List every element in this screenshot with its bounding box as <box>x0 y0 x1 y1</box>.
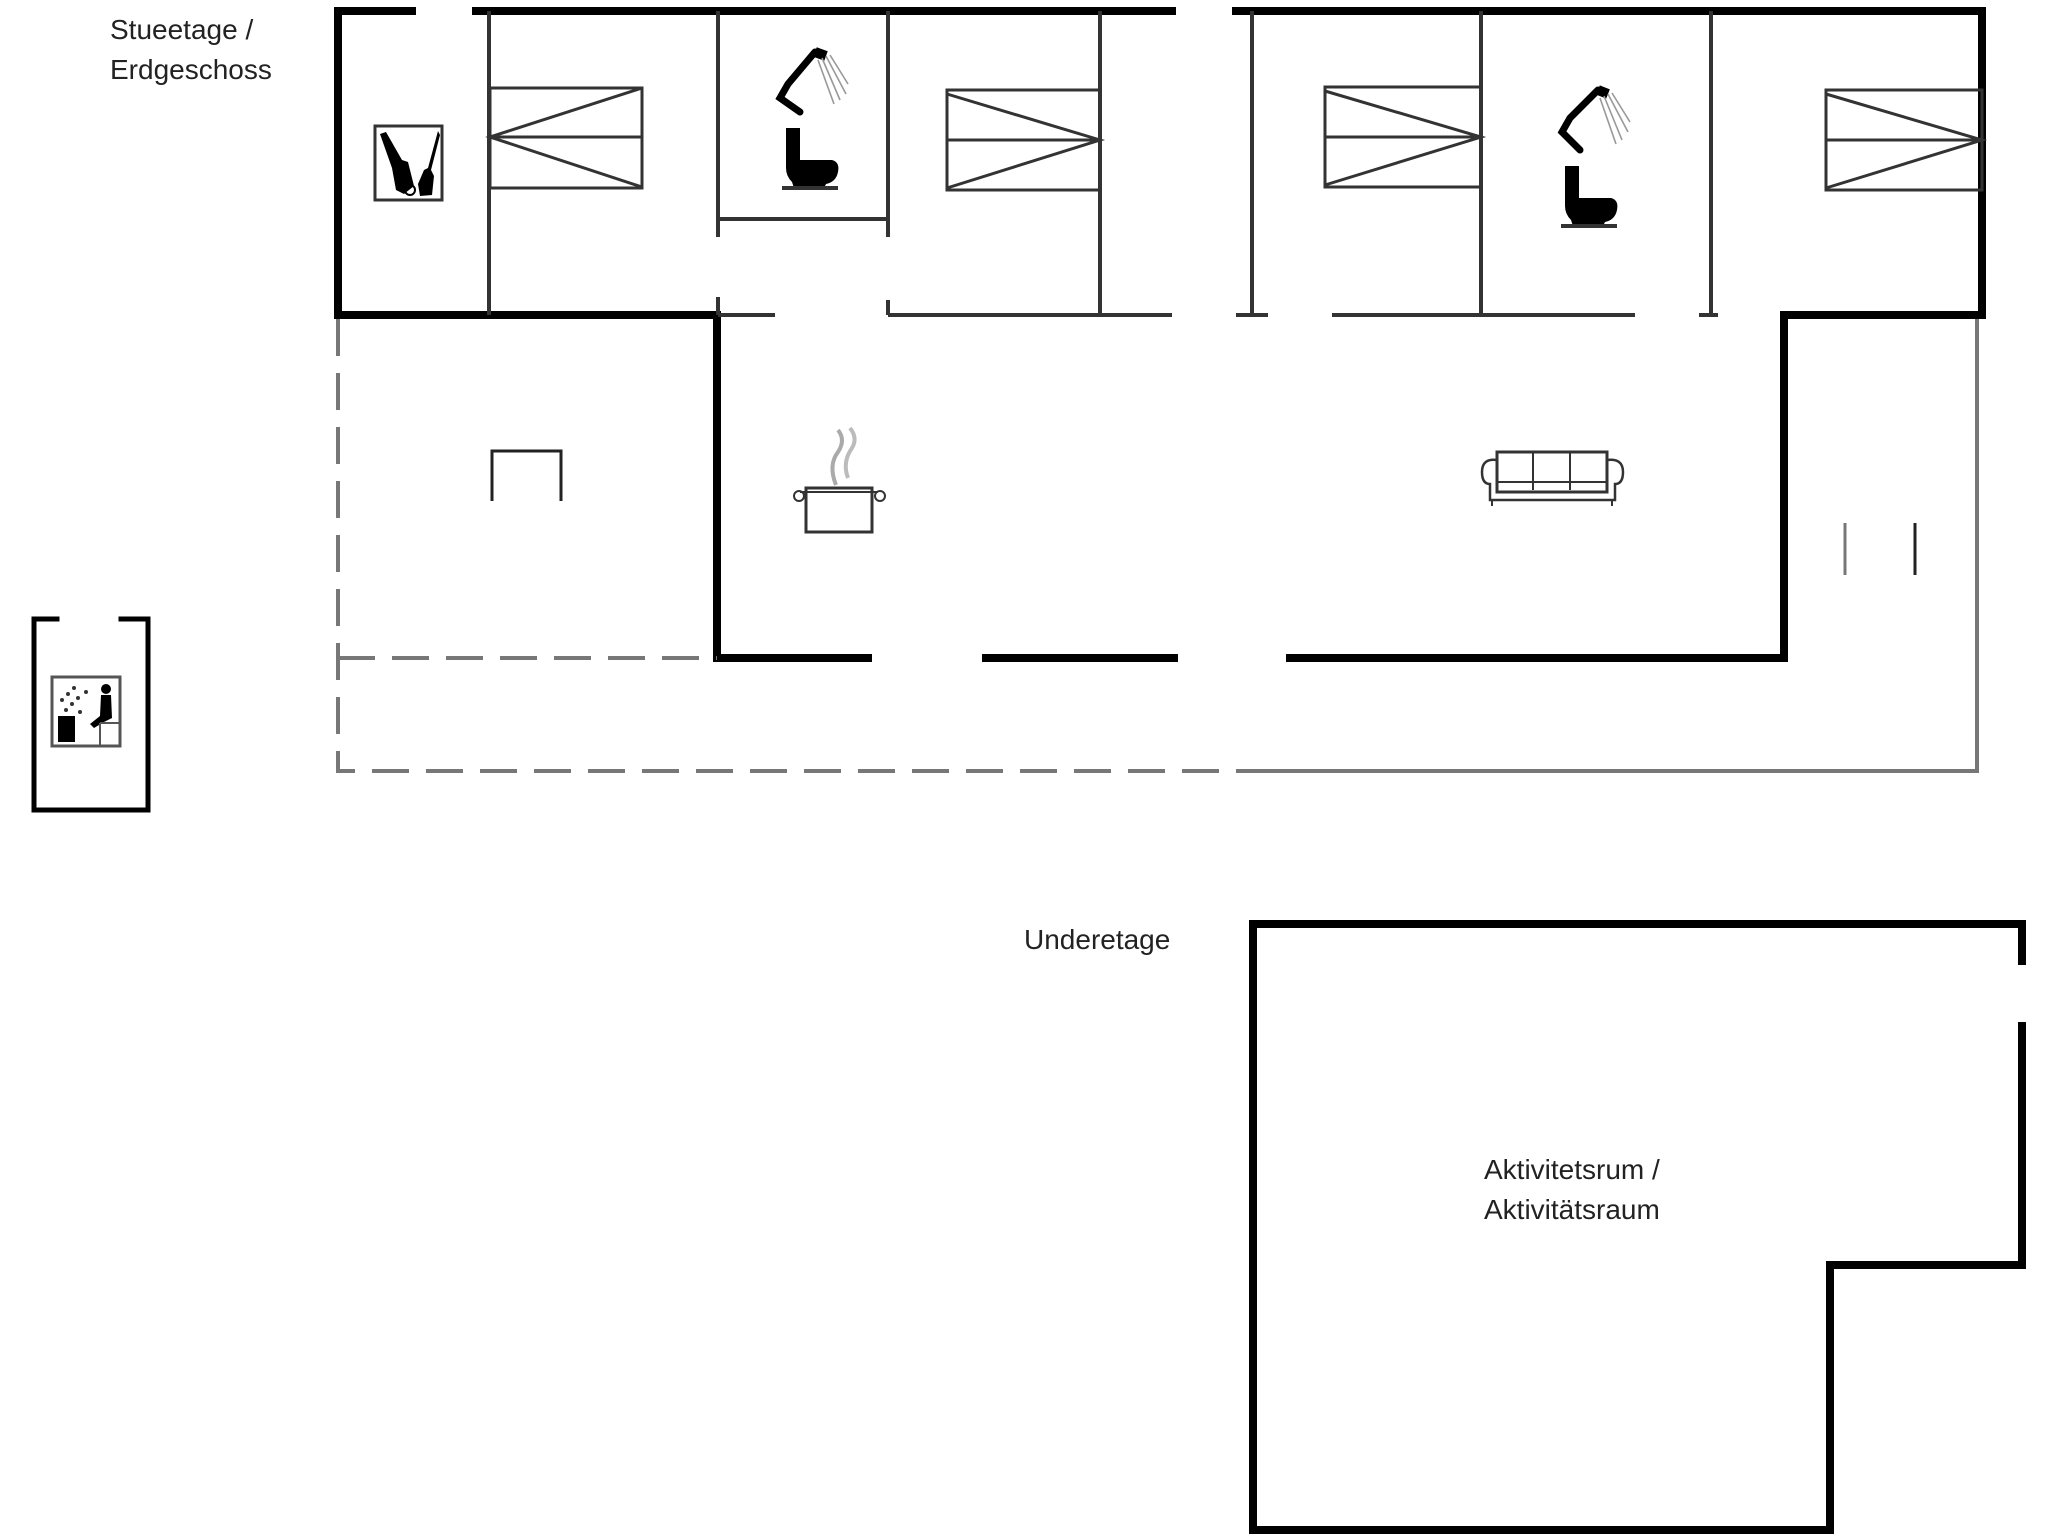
annex-wall <box>31 616 151 813</box>
exterior-wall <box>334 7 721 319</box>
shower-icon <box>775 47 849 116</box>
floor-label-lower: Underetage <box>1024 924 1171 955</box>
exterior-wall <box>1232 7 1986 662</box>
floor-label-ground: Stueetage / Erdgeschoss <box>110 10 272 90</box>
floor-label-ground-line1: Stueetage / <box>110 14 254 45</box>
double-bed-icon <box>485 86 644 190</box>
double-bed-icon <box>945 88 1106 192</box>
toilet-icon <box>782 128 839 190</box>
door-frame-icon <box>490 449 563 501</box>
exterior-wall <box>1249 920 2026 1534</box>
ground-floor <box>334 7 1988 773</box>
terrace-outline <box>1265 319 1979 773</box>
shower-icon <box>1557 85 1631 154</box>
double-bed-icon <box>1824 88 1988 192</box>
cooking-pot-icon <box>793 426 886 534</box>
terrace-outline <box>336 319 1265 773</box>
double-bed-icon <box>1323 85 1487 189</box>
room-label-activity-line1: Aktivitetsrum / <box>1484 1154 1660 1185</box>
floor-label-ground-line2: Erdgeschoss <box>110 54 272 85</box>
sofa-icon <box>1480 450 1625 506</box>
sauna-annex <box>31 616 151 813</box>
room-label-activity-line2: Aktivitätsraum <box>1484 1194 1660 1225</box>
room-label-activity: Aktivitetsrum / Aktivitätsraum <box>1484 1150 1660 1230</box>
toilet-icon <box>1561 166 1618 228</box>
washing-icon <box>373 124 444 202</box>
lower-floor <box>1249 920 2026 1534</box>
sauna-icon <box>50 675 122 748</box>
